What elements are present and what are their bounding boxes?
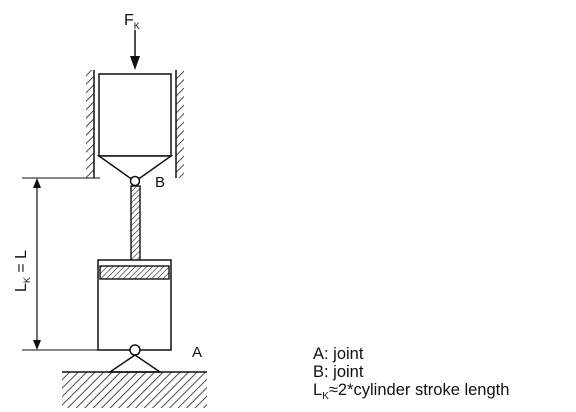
legend-lk-main: L [313,381,323,399]
buckling-length-label: LK = L [13,250,32,292]
legend-lk-sub: K [322,391,329,402]
force-label: FK [124,12,140,31]
joint-b-label: B [155,174,165,191]
upper-guide-right-wall [175,70,184,178]
joint-a-label: A [192,344,202,361]
joint-b [129,175,141,187]
legend: A: joint B: joint LK≈2*cylinder stroke l… [313,345,509,402]
upper-guide-left-wall [86,70,95,178]
legend-buckling-length: LK≈2*cylinder stroke length [313,381,509,402]
legend-joint-b: B: joint [313,363,364,381]
buckling-length-dimension [22,177,100,351]
legend-lk-rest: ≈2*cylinder stroke length [328,381,510,399]
ground [62,371,207,408]
force-arrow [130,30,140,70]
piston-rod [130,185,141,267]
upper-load-block [96,73,174,179]
legend-joint-a: A: joint [313,345,364,363]
piston-head [99,265,170,280]
